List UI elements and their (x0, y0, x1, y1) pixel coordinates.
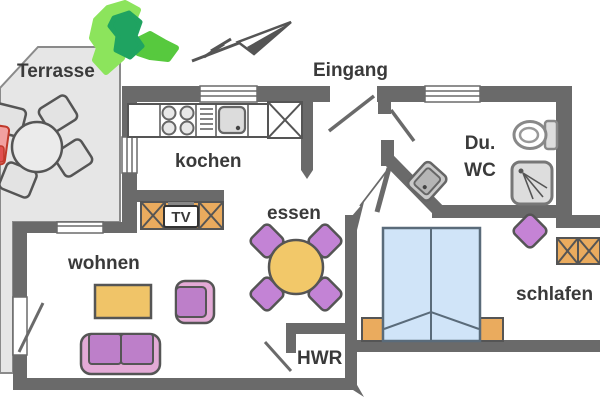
bedroom-door-swing (359, 167, 390, 207)
kitchen-window (199, 85, 258, 103)
bath-label-line2: WC (464, 160, 496, 181)
wall-segment (286, 323, 296, 353)
coffee-table (93, 283, 153, 320)
armchair (174, 279, 216, 325)
stove-icon (161, 105, 195, 136)
north-arrow-n-glyph (203, 37, 232, 59)
bedroom-stool (512, 213, 548, 249)
wall-segment (13, 378, 364, 397)
toilet-icon (512, 119, 559, 151)
dining-label: essen (267, 203, 321, 224)
dishwasher-icon (200, 108, 213, 130)
living-label: wohnen (67, 253, 140, 274)
plant-leaf-dark (107, 10, 145, 60)
terrace-table (10, 120, 64, 174)
bedroom-furniture (361, 213, 600, 343)
double-bed (381, 226, 482, 343)
utility-room-floor (296, 334, 345, 378)
bedroom-label: schlafen (516, 284, 593, 305)
sideboard-x-left (140, 201, 166, 230)
terrace-seating-group (0, 94, 94, 199)
entrance-label: Eingang (313, 60, 388, 81)
utility-door-leaf (263, 340, 293, 373)
kitchen-side-window (121, 136, 138, 174)
terrace-door-opening (12, 296, 28, 356)
wall-segment (257, 86, 330, 102)
entry-door-leaf (327, 94, 376, 133)
doors (17, 94, 416, 373)
living-furniture (79, 279, 216, 376)
dining-set (249, 223, 343, 312)
wall-segment (345, 215, 357, 390)
tv-label-box (163, 205, 199, 228)
kitchen-counter (127, 101, 303, 139)
wall-segment (378, 100, 391, 114)
wall-segment (345, 202, 364, 230)
nightstand (361, 317, 385, 342)
utility-label: HWR (297, 348, 343, 369)
wall-segment (286, 323, 357, 334)
north-arrow-head-fill (247, 22, 291, 54)
plant-icon (89, 0, 179, 75)
kitchen-label: kochen (175, 151, 242, 172)
wardrobe (556, 237, 600, 265)
tv-label: TV (171, 209, 190, 226)
bath-door-leaf (389, 108, 416, 143)
plant-leaf-mid (131, 31, 179, 62)
terrace-label: Terrasse (17, 61, 95, 82)
kitchen-counter-run (127, 103, 269, 138)
shower-icon (510, 160, 554, 206)
wall-segment (357, 340, 600, 352)
wall-segment (432, 205, 572, 218)
wall-segment (122, 190, 224, 202)
bathroom-fixtures (406, 119, 559, 206)
north-arrow-icon (191, 20, 292, 63)
bedroom-door-leaf (374, 167, 392, 213)
dining-table (267, 238, 325, 296)
terrace-door-leaf (17, 302, 45, 353)
wall-segment (556, 86, 572, 228)
wall-segment (377, 86, 425, 102)
terrace-chair (52, 138, 94, 178)
windows (12, 85, 481, 356)
washbasin-icon (406, 160, 448, 202)
nightstand (479, 317, 504, 342)
tv-sideboard: TV (140, 201, 224, 230)
sink-icon (217, 105, 247, 135)
bath-window (424, 85, 481, 103)
sofa (79, 332, 162, 376)
wall-segment (301, 86, 313, 170)
living-window (56, 221, 104, 234)
wall-segment (572, 215, 600, 228)
wall-segment (480, 86, 572, 102)
wall-segment (122, 86, 200, 102)
tall-cabinet-icon (267, 101, 303, 139)
bath-label-line1: Du. (465, 133, 496, 154)
wall-segment (301, 170, 313, 179)
terrace-plant-pot-base (0, 145, 5, 163)
